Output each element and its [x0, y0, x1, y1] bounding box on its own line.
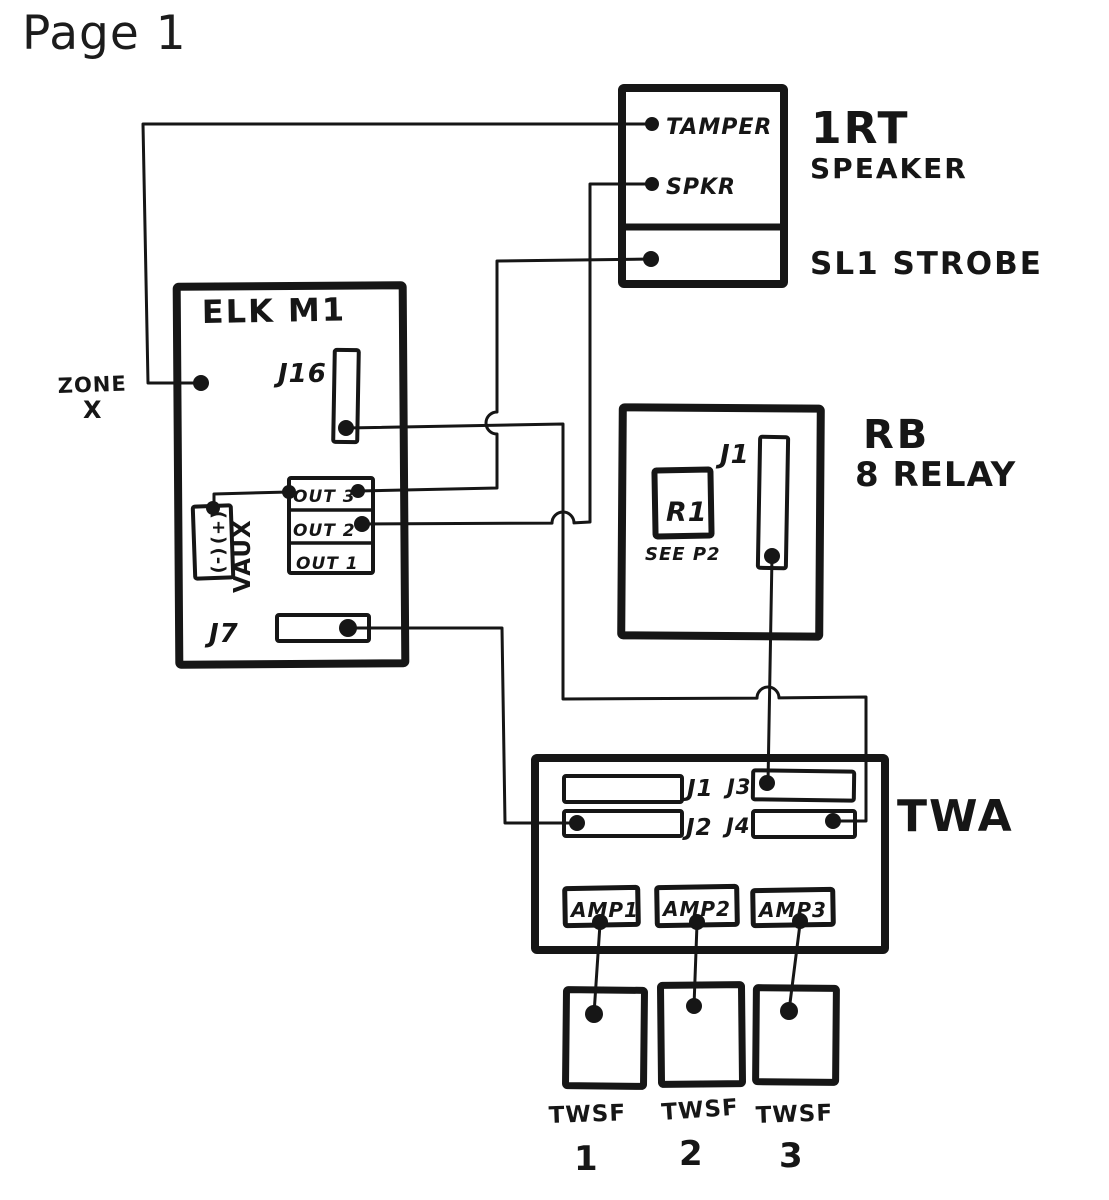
vaux-plus-label: (+): [208, 511, 229, 546]
twa-j4-label: J4: [722, 814, 750, 838]
twa-j2-label: J2: [682, 815, 713, 841]
twa-j3-label: J3: [723, 775, 751, 799]
j7-terminal-dot: [339, 619, 357, 637]
out3-left-dot: [282, 485, 296, 499]
twa-j4-connector: [751, 809, 857, 839]
twa-j1-connector: [562, 774, 684, 804]
elk-m1-box: [172, 281, 410, 669]
out2-label: OUT 2: [293, 521, 356, 541]
r1-box: [651, 466, 715, 540]
wire-strobe-to-out3: [356, 257, 653, 493]
rb-label: RB: [863, 412, 930, 458]
spkr-terminal-dot: [645, 177, 659, 191]
twsf3-number: 3: [779, 1136, 804, 1176]
rb-j1-label: J1: [715, 440, 750, 470]
speaker-id-label: 1RT: [811, 103, 910, 154]
amp2-label: AMP2: [661, 897, 731, 921]
amp1-label: AMP1: [569, 898, 639, 922]
twsf1-terminal-dot: [585, 1005, 603, 1023]
twa-label: TWA: [897, 791, 1014, 842]
out1-label: OUT 1: [296, 554, 359, 574]
page-title: Page 1: [22, 6, 187, 61]
wire-j16-to-twa-j4: [344, 422, 868, 823]
rb-relay-box: [617, 403, 825, 641]
out3-right-dot: [351, 484, 365, 498]
twsf2-number: 2: [679, 1134, 704, 1174]
twsf3-terminal-dot: [780, 1002, 798, 1020]
speaker-label: SPEAKER: [810, 152, 968, 185]
twsf3-label: TWSF: [755, 1100, 833, 1129]
twa-j3-left-dot: [759, 775, 775, 791]
wire-rb-j1-to-twa-j3: [766, 554, 774, 785]
amp3-label: AMP3: [757, 898, 827, 922]
speaker-strobe-box: [618, 84, 788, 288]
strobe-terminal-dot: [643, 251, 659, 267]
rb-j1-terminal-dot: [764, 548, 780, 564]
tamper-label: TAMPER: [666, 115, 772, 140]
out2-right-dot: [354, 516, 370, 532]
twa-j3-connector: [750, 768, 857, 803]
twa-j1-label: J1: [683, 776, 714, 802]
r1-label: R1: [666, 497, 708, 528]
vaux-label: VAUX: [230, 519, 256, 593]
wire-zone-to-tamper: [141, 122, 654, 385]
relay-label: 8 RELAY: [855, 455, 1016, 495]
j16-connector: [331, 347, 361, 445]
zone-terminal-dot: [193, 375, 209, 391]
j7-label: J7: [204, 619, 239, 649]
twa-j2-left-dot: [569, 815, 585, 831]
spkr-label: SPKR: [666, 175, 736, 200]
elk-m1-label: ELK M1: [201, 290, 346, 331]
zone-label: ZONE: [57, 372, 127, 398]
vaux-plus-dot: [206, 501, 220, 515]
wire-spkr-to-out2: [360, 182, 654, 526]
see-p2-label: SEE P2: [645, 544, 721, 565]
twsf1-number: 1: [574, 1139, 599, 1179]
wire-amp1-to-twsf1: [592, 922, 602, 1016]
twsf2-terminal-dot: [686, 998, 702, 1014]
out3-label: OUT 3: [293, 487, 356, 507]
wire-amp2-to-twsf2: [692, 922, 699, 1008]
vaux-minus-label: (-): [208, 548, 229, 575]
amp1-terminal-dot: [592, 914, 608, 930]
out-connector-block: [287, 476, 375, 575]
twa-box: [531, 754, 889, 954]
twsf3-box: [752, 984, 840, 1086]
amp3-terminal-dot: [792, 913, 808, 929]
tamper-terminal-dot: [645, 117, 659, 131]
twsf2-label: TWSF: [661, 1095, 740, 1126]
twsf1-label: TWSF: [548, 1100, 626, 1129]
twsf1-box: [562, 986, 648, 1090]
twsf2-box: [657, 981, 746, 1088]
twa-j4-right-dot: [825, 813, 841, 829]
j16-terminal-dot: [338, 420, 354, 436]
wire-amp3-to-twsf3: [787, 922, 802, 1013]
zone-x-label: X: [83, 396, 103, 424]
j16-label: J16: [273, 359, 327, 389]
strobe-label: SL1 STROBE: [810, 246, 1043, 282]
amp2-terminal-dot: [689, 914, 705, 930]
wire-j7-to-twa-j2: [346, 626, 579, 825]
